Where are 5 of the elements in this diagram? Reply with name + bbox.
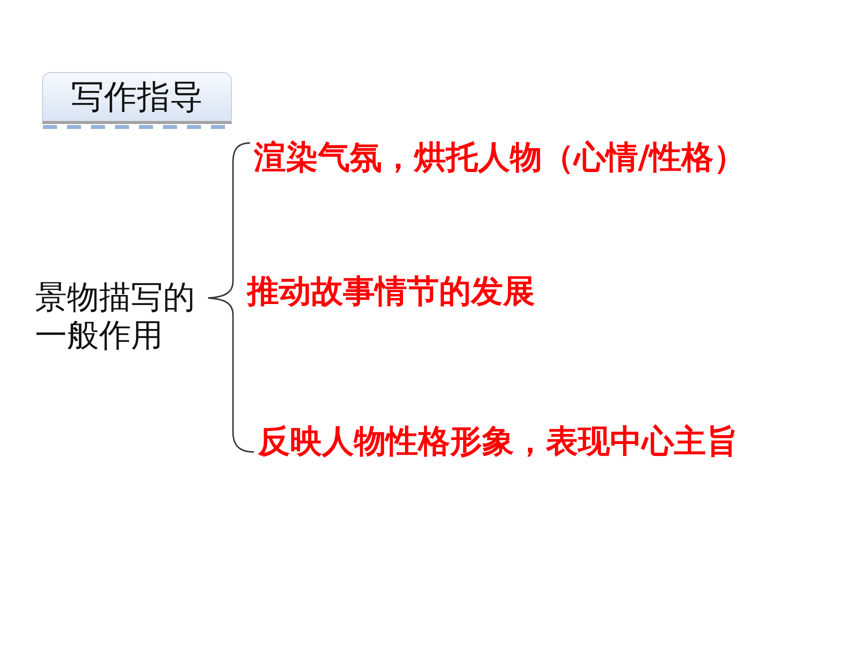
heading-tab: 写作指导 [42,72,232,124]
topic-text: 景物描写的一般作用 [35,278,196,354]
point-text: 反映人物性格形象，表现中心主旨 [258,422,738,460]
point-text: 渲染气氛，烘托人物（心情/性格） [254,138,746,176]
point-text: 推动故事情节的发展 [247,272,535,310]
